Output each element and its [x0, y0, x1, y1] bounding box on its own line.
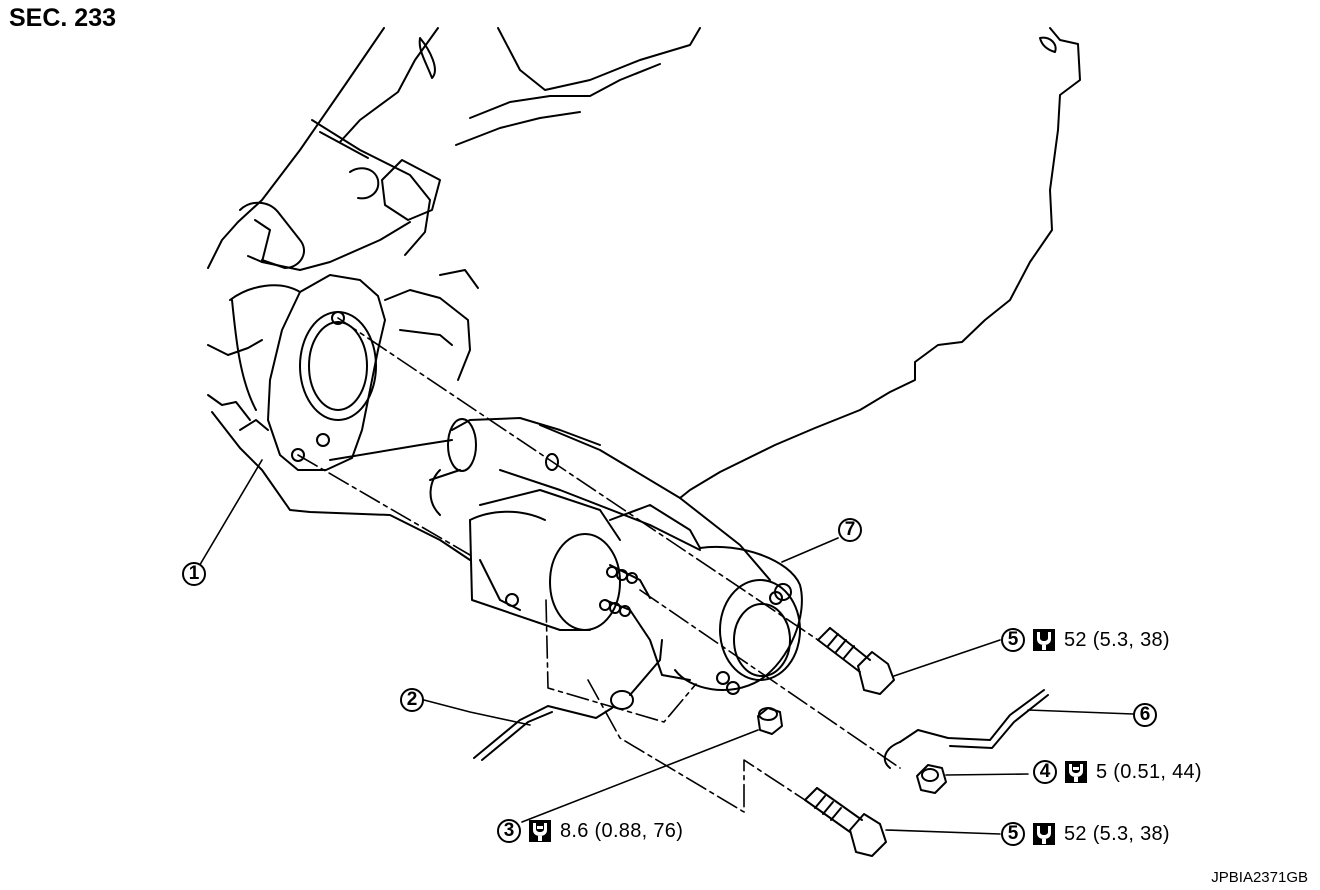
- section-title: SEC. 233: [9, 4, 117, 32]
- mounting-bolt-lower: [804, 787, 887, 857]
- callout-number: 5: [1001, 822, 1025, 846]
- callout-number: 3: [497, 819, 521, 843]
- torque-wrench-bolt-icon: [529, 820, 551, 842]
- callout-number: 6: [1133, 703, 1157, 727]
- torque-wrench-nut-icon: [1033, 823, 1055, 845]
- callout-number: 7: [838, 518, 862, 542]
- nut-b-terminal: [916, 764, 947, 794]
- callout-6: 6: [1133, 701, 1157, 729]
- callout-3: 3 8.6 (0.88, 76): [497, 817, 683, 845]
- callout-number: 2: [400, 688, 424, 712]
- torque-value: 52 (5.3, 38): [1064, 628, 1170, 651]
- callout-5-upper: 5 52 (5.3, 38): [1001, 626, 1170, 654]
- nut-s-terminal: [757, 707, 783, 735]
- transmission-housing: [207, 27, 1081, 561]
- torque-wrench-bolt-icon: [1065, 761, 1087, 783]
- callout-7: 7: [838, 516, 862, 544]
- harness-b-terminal: [883, 689, 1049, 769]
- callout-2: 2: [400, 686, 424, 714]
- harness: [473, 639, 663, 761]
- callout-5-lower: 5 52 (5.3, 38): [1001, 820, 1170, 848]
- callout-4: 4 5 (0.51, 44): [1033, 758, 1202, 786]
- callout-number: 5: [1001, 628, 1025, 652]
- center-lines: [297, 317, 901, 813]
- mounting-bolt-upper: [817, 627, 895, 695]
- torque-value: 8.6 (0.88, 76): [560, 819, 684, 842]
- leader-lines: [197, 459, 1134, 835]
- callout-1: 1: [182, 560, 206, 588]
- torque-value: 5 (0.51, 44): [1096, 760, 1202, 783]
- torque-value: 52 (5.3, 38): [1064, 822, 1170, 845]
- figure-code: JPBIA2371GB: [1211, 869, 1308, 886]
- starter-motor: [429, 417, 803, 695]
- callout-number: 1: [182, 562, 206, 586]
- callout-number: 4: [1033, 760, 1057, 784]
- torque-wrench-nut-icon: [1033, 629, 1055, 651]
- mount-flange: [229, 269, 479, 471]
